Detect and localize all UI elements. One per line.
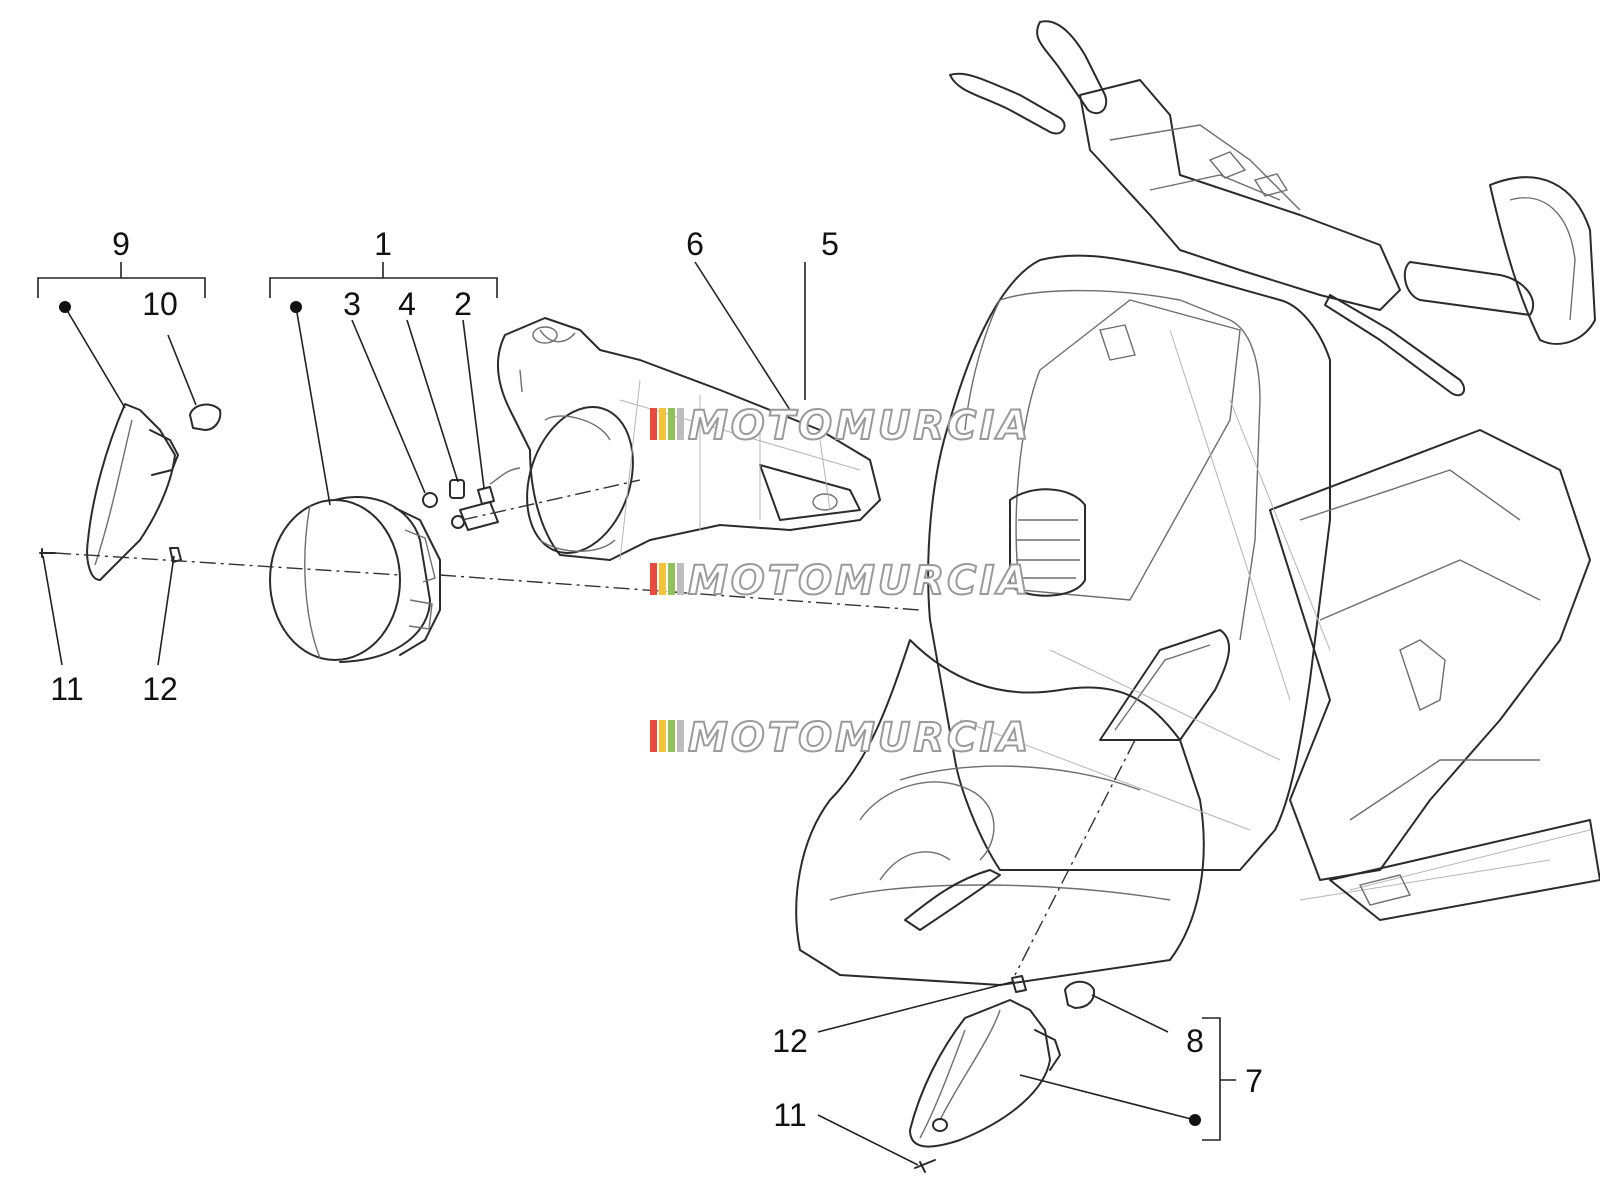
watermark-text: MOTOMURCIA bbox=[688, 558, 1031, 604]
callout-9: 9 bbox=[112, 226, 130, 262]
watermark-stripe-red bbox=[650, 563, 657, 595]
headlight-housing-part-6 bbox=[497, 317, 881, 561]
watermark-3: MOTOMURCIA bbox=[650, 714, 1031, 762]
scooter-body-drawing bbox=[795, 20, 1600, 986]
bracket-group-1 bbox=[269, 262, 498, 298]
watermark-stripe-red bbox=[650, 408, 657, 440]
callout-11-left: 11 bbox=[50, 671, 83, 707]
bracket-group-7 bbox=[1202, 1017, 1236, 1141]
watermark-stripe-yellow bbox=[659, 720, 666, 752]
watermark-stripe-green bbox=[668, 563, 675, 595]
watermark-stripe-green bbox=[668, 408, 675, 440]
watermark-stripe-yellow bbox=[659, 563, 666, 595]
callout-3: 3 bbox=[343, 286, 361, 322]
watermark-stripe-yellow bbox=[659, 408, 666, 440]
watermark-1: MOTOMURCIA bbox=[650, 402, 1031, 450]
callout-11-right: 11 bbox=[773, 1097, 806, 1133]
assembly-dot-1 bbox=[290, 301, 302, 313]
watermark-stripe-grey bbox=[677, 408, 684, 440]
watermark-stripe-red bbox=[650, 720, 657, 752]
callout-5: 5 bbox=[821, 226, 839, 262]
callout-1: 1 bbox=[374, 226, 392, 262]
leader-lines bbox=[42, 261, 1201, 1166]
watermark-stripe-grey bbox=[677, 720, 684, 752]
watermark-2: MOTOMURCIA bbox=[650, 557, 1031, 605]
front-indicator-left-part-9 bbox=[39, 403, 222, 581]
assembly-dot-9 bbox=[59, 301, 71, 313]
callout-7: 7 bbox=[1245, 1063, 1263, 1099]
assembly-dot-7 bbox=[1189, 1114, 1201, 1126]
callout-6: 6 bbox=[686, 226, 704, 262]
bracket-group-9 bbox=[37, 262, 206, 298]
callout-12-right: 12 bbox=[772, 1023, 808, 1059]
group-brackets bbox=[37, 262, 1236, 1141]
front-indicator-right-part-7 bbox=[909, 975, 1096, 1173]
watermark-text: MOTOMURCIA bbox=[688, 715, 1031, 761]
callout-numbers: 9 10 1 3 4 2 6 5 11 12 12 8 7 11 bbox=[50, 226, 1263, 1133]
watermark-stripe-green bbox=[668, 720, 675, 752]
callout-8: 8 bbox=[1186, 1023, 1204, 1059]
watermark-text: MOTOMURCIA bbox=[688, 403, 1031, 449]
headlight-assembly-part-1 bbox=[269, 467, 521, 663]
callout-12-left: 12 bbox=[142, 671, 178, 707]
watermark-stripe-grey bbox=[677, 563, 684, 595]
callout-2: 2 bbox=[454, 286, 472, 322]
callout-4: 4 bbox=[398, 286, 416, 322]
callout-10: 10 bbox=[142, 286, 178, 322]
